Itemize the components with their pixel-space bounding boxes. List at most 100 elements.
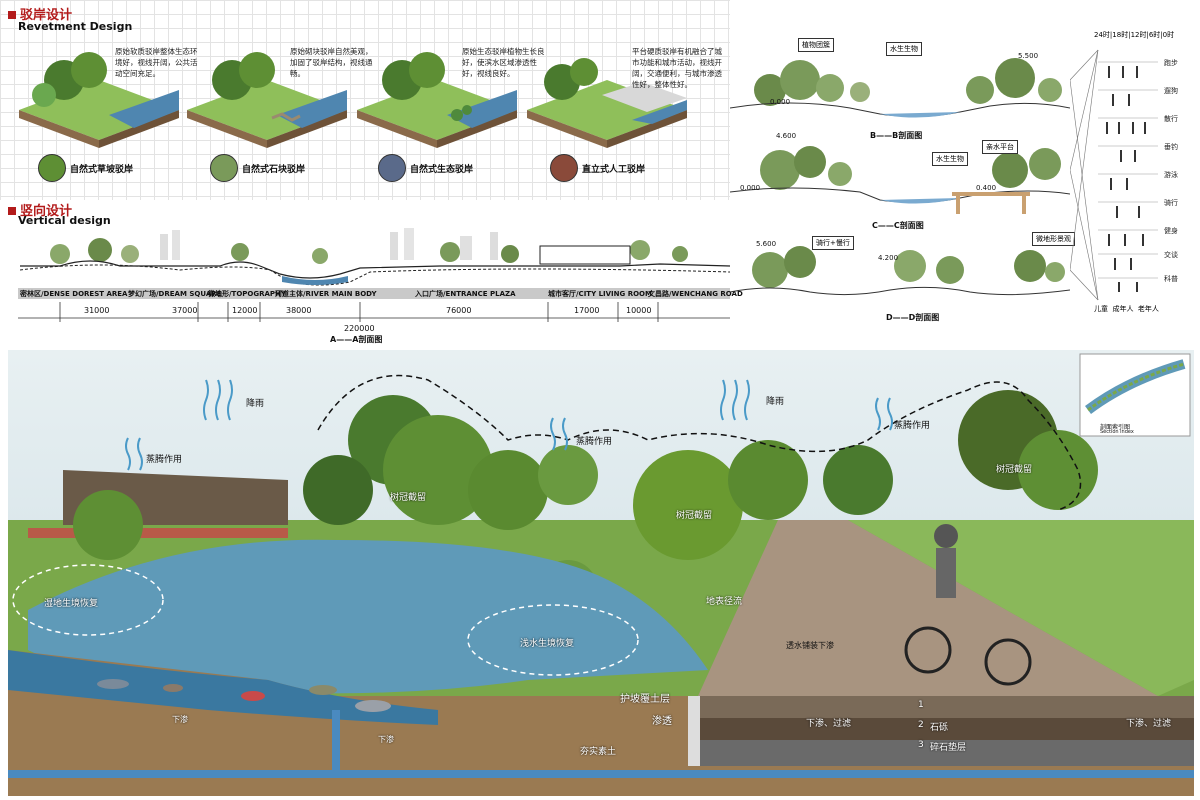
label-wetland: 湿地生境恢复 [44,599,99,609]
activity-legend: 儿童 成年人 老年人 [1094,305,1159,313]
label-cover-soil: 护坡覆土层 [620,694,670,705]
section-a-caption: A——A剖面图 [330,335,383,344]
section-dd-elevation-mid: 4.200 [878,254,899,262]
activity-row-5: 游泳 [1164,171,1178,179]
activity-row-2: 遛狗 [1164,87,1178,95]
section-bb-tag-aquatic: 水生生物 [886,42,922,56]
revetment-subtitle: Revetment Design [18,20,133,33]
layer-number-3: 3 [918,740,924,750]
main-scene [8,350,1194,796]
zone-label-4: 河道主体/RIVER MAIN BODY [275,290,377,298]
activity-row-7: 健身 [1164,227,1178,235]
label-evap-2: 蒸腾作用 [576,437,613,447]
revetment-title: 驳岸设计 [8,4,72,23]
label-gravel: 石砾 [930,723,949,733]
vertical-subtitle: Vertical design [18,214,111,227]
section-dd-elevation: 5.600 [756,240,777,248]
revetment-illustration-1 [19,52,179,148]
label-filter-2: 下渗、过滤 [1126,719,1172,729]
activity-time-header: 24时|18时|12时|6时|0时 [1094,31,1175,39]
section-cc-caption: C——C剖面图 [872,221,924,230]
zone-label-2: 梦幻广场/DREAM SQUARE [128,290,222,298]
activity-row-8: 交谈 [1164,251,1178,259]
section-cc-elevation: 4.600 [776,132,797,140]
layer-number-1: 1 [918,700,924,710]
label-canopy-2: 树冠截留 [676,511,713,521]
revetment-desc-4: 平台硬质驳岸有机融合了城市功能和城市活动，视线开阔，交通便利，与城市渗透性好，整… [632,47,722,89]
dim-2: 37000 [172,306,198,315]
dim-1: 31000 [84,306,110,315]
label-compact-soil: 夯实素土 [580,747,617,757]
section-cc-elevation-left: 0.000 [740,184,761,192]
section-bb-elevation: 5.500 [1018,52,1039,60]
section-dd-tag-cycling: 骑行+慢行 [812,236,854,250]
label-filter-1: 下渗、过滤 [806,719,852,729]
revetment-block-3 [352,40,522,150]
section-cc-tag-platform: 亲水平台 [982,140,1018,154]
revetment-illustration-2 [187,52,347,148]
revetment-block-4 [522,40,692,150]
inset-subcaption: Section index [1100,429,1134,435]
label-rain-1: 降雨 [246,399,265,409]
dim-4: 38000 [286,306,312,315]
zone-label-7: 文昌路/WENCHANG ROAD [648,290,743,298]
zone-label-3: 微地形/TOPOGRAPHY [208,290,286,298]
label-infiltrate-2: 下渗 [378,735,394,744]
revetment-desc-2: 原始砌块驳岸自然美观，加固了驳岸结构，视线通畅。 [290,47,373,78]
label-seep: 渗透 [652,716,672,727]
label-infiltrate-1: 下渗 [172,715,188,724]
activity-chart: 24时|18时|12时|6时|0时 跑步 遛狗 散行 垂钓 游泳 骑行 健身 交… [1094,30,1194,320]
vertical-profile [20,228,730,286]
label-crushed-stone: 碎石垫层 [930,743,967,753]
label-canopy-1: 树冠截留 [390,493,427,503]
dim-3: 12000 [232,306,258,315]
dimension-lines [18,302,730,322]
zone-label-6: 城市客厅/CITY LIVING ROOM [548,290,652,298]
section-bb-tag-plants: 植物团簇 [798,38,834,52]
inset-caption: 剖面索引图 [1100,424,1131,431]
section-cc-tag-aquatic: 水生生物 [932,152,968,166]
activity-row-3: 散行 [1164,115,1178,123]
section-dd-drawing [730,246,1070,296]
section-bb-drawing [730,58,1070,118]
revetment-block-2 [182,40,352,150]
label-permeable: 透水铺装下渗 [786,641,834,650]
activity-row-6: 骑行 [1164,199,1178,207]
revetment-desc-1: 原始软质驳岸整体生态环境好，视线开阔，公共活动空间充足。 [115,47,198,78]
activity-row-1: 跑步 [1164,59,1178,67]
thumbnail-icon [38,154,66,182]
label-canopy-3: 树冠截留 [996,465,1033,475]
revetment-illustration-4 [527,58,687,148]
layer-number-2: 2 [918,720,924,730]
section-bb-elevation-left: 0.000 [770,98,791,106]
label-runoff: 地表径流 [706,597,743,607]
revetment-illustration-3 [357,52,517,148]
dim-5: 76000 [446,306,472,315]
vertical-title: 竖向设计 [8,200,72,219]
zone-bar [18,288,730,299]
section-cc-drawing [730,146,1070,214]
label-shallow: 浅水生境恢复 [520,639,575,649]
revetment-block-1 [14,40,184,150]
zone-label-5: 入口广场/ENTRANCE PLAZA [415,290,516,298]
section-dd-tag-topography: 微地形景观 [1032,232,1075,246]
section-cc-elevation-right: 0.400 [976,184,997,192]
label-rain-2: 降雨 [766,397,785,407]
activity-row-9: 科普 [1164,275,1178,283]
label-evap-3: 蒸腾作用 [894,421,931,431]
section-dd-caption: D——D剖面图 [886,313,940,322]
revetment-desc-3: 原始生态驳岸植物生长良好，使滨水区域渗透性好，视线良好。 [462,47,545,78]
activity-row-4: 垂钓 [1164,143,1178,151]
activity-connectors [1070,49,1099,301]
revetment-caption-row: 自然式草坡驳岸 自然式石块驳岸 自然式生态驳岸 直立式人工驳岸 [38,154,728,184]
thumbnail-icon [378,154,406,182]
main-scene-illustration [8,353,1194,796]
thumbnail-icon [210,154,238,182]
label-evap-1: 蒸腾作用 [146,455,183,465]
zone-label-1: 密林区/DENSE DOREST AREA [20,290,128,298]
dim-7: 10000 [626,306,652,315]
dim-6: 17000 [574,306,600,315]
thumbnail-icon [550,154,578,182]
dim-total: 220000 [344,324,375,333]
section-bb-caption: B——B剖面图 [870,131,923,140]
